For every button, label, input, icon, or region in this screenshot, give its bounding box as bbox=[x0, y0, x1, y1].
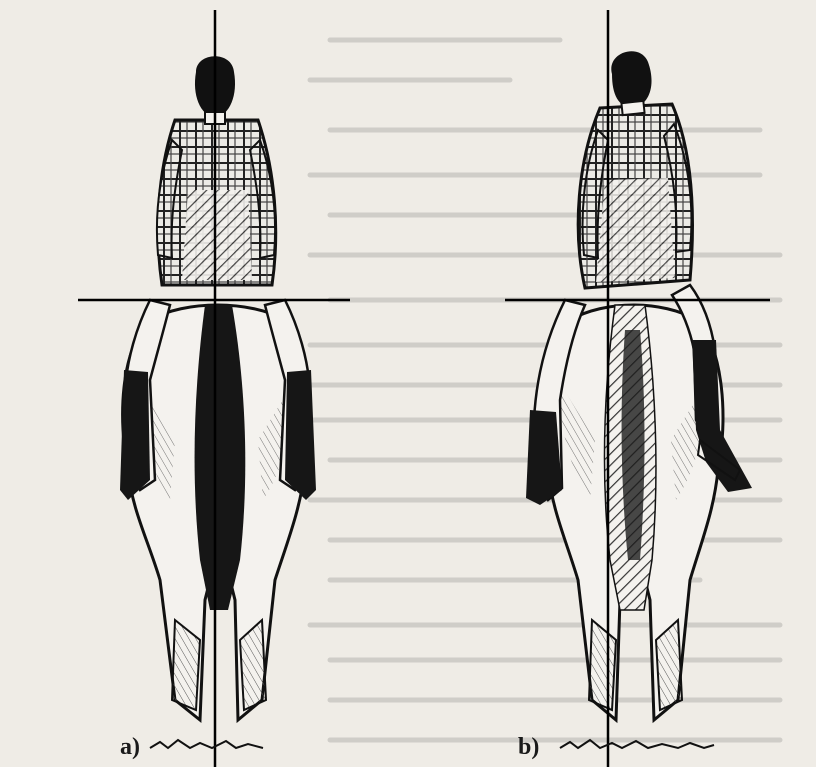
rider-boot-right-a bbox=[285, 370, 316, 500]
horse-legs-b bbox=[589, 620, 682, 710]
rider-boot-left-a bbox=[120, 370, 150, 500]
ground-a bbox=[150, 740, 263, 748]
rider-head-b bbox=[611, 51, 651, 108]
horse-legs-a bbox=[172, 620, 266, 710]
rider-boot-left-b bbox=[526, 410, 562, 505]
figure-a bbox=[78, 10, 350, 767]
horse-tail-a bbox=[195, 305, 246, 610]
figure-label-a: a) bbox=[120, 734, 140, 761]
figure-label-b: b) bbox=[518, 734, 539, 761]
figure-b bbox=[505, 10, 770, 767]
